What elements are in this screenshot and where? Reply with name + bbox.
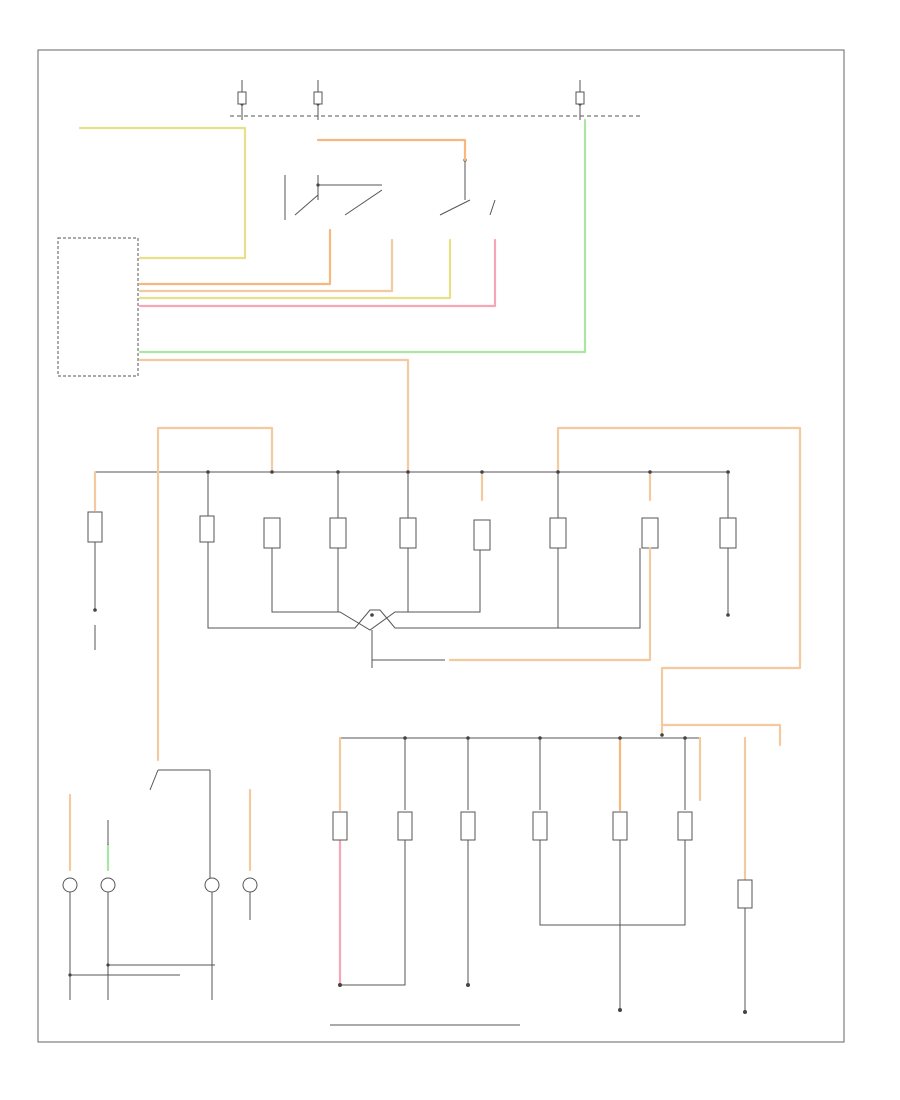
lower-lamp-2 xyxy=(397,811,413,841)
fuse-2 xyxy=(313,91,323,105)
fuse-section xyxy=(230,80,640,120)
module-wires xyxy=(78,118,587,472)
fuse-3 xyxy=(575,91,585,105)
lighting-control-module xyxy=(57,237,139,377)
lamp-2 xyxy=(199,515,215,543)
lower-lamp-7 xyxy=(737,879,753,909)
lower-lamp-3 xyxy=(460,811,476,841)
bulb-left-2 xyxy=(100,877,116,893)
lower-lamp-4 xyxy=(532,811,548,841)
diagram-frame xyxy=(37,49,845,1043)
middle-bus-dots xyxy=(93,470,730,617)
lamp-6 xyxy=(473,519,491,551)
lamp-1 xyxy=(87,511,103,543)
lamp-3 xyxy=(263,517,281,549)
middle-lamp-row xyxy=(87,426,802,762)
lower-lamp-6 xyxy=(677,811,693,841)
lower-lamp-1 xyxy=(332,811,348,841)
lamp-7 xyxy=(549,517,567,549)
lamp-5 xyxy=(399,517,417,549)
fuse-1 xyxy=(237,91,247,105)
lamp-8 xyxy=(641,517,659,549)
bottom-left-section xyxy=(62,769,258,1000)
headlamp-switch xyxy=(284,158,496,220)
bulb-left-1 xyxy=(62,877,78,893)
lower-lamp-5 xyxy=(612,811,628,841)
bottom-right-section xyxy=(330,723,782,1026)
lamp-4 xyxy=(329,517,347,549)
bulb-left-3 xyxy=(204,877,220,893)
lower-bus-dots xyxy=(338,733,747,1014)
lamp-9 xyxy=(719,517,737,549)
bulb-left-4 xyxy=(242,877,258,893)
